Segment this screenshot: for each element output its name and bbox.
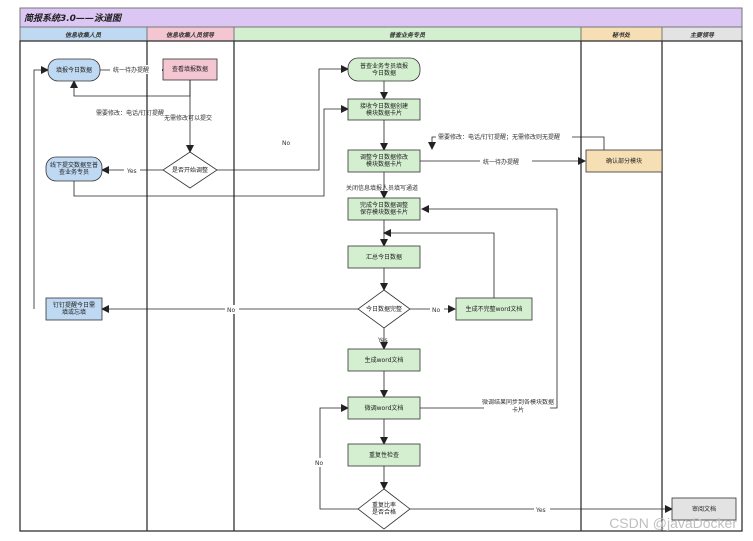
edge-label-yes-3: Yes [535,507,546,514]
node-offline-submit-label: 线下提交数据至普查业务专员 [49,162,98,176]
edge-label-no-3: No [432,307,440,314]
node-dup-check [347,443,421,467]
node-receive-create-label: 接收今日数据创建模块数据卡片 [359,102,408,117]
diagram-title: 简报系统3.0——泳道图 [24,13,123,24]
node-gen-word [347,348,421,372]
edge-label-close-channel: 关闭信息填报人员填写通道 [346,184,418,192]
lane-title-info-collector: 信息收集人员 [65,31,102,39]
nodes: 填报今日数据 查看填报数据 线下提交数据至普查业务专员 钉钉提醒今日需填或忘填 … [45,57,737,530]
node-complete-adjust-label: 完成今日数据调整保存模块数据卡片 [359,202,408,216]
edge-label-need-edit-1: 需要修改：电话/钉钉提醒 [96,109,164,117]
watermark: CSDN @javaDocker [609,515,737,531]
node-confirm-module [585,149,663,173]
node-summary-label: 汇总今日数据 [366,253,402,261]
node-offline-submit [45,156,103,182]
node-review-doc-label: 审阅文档 [692,505,716,513]
edge-label-no-4: No [315,460,323,467]
node-data-complete [357,289,411,329]
node-is-adjust [162,151,218,189]
edge-label-unified-todo-1: 统一待办提醒 [113,66,149,74]
lane-title-census: 普查业务专员 [389,31,426,39]
node-census-fill-label: 普查业务专员填报今日数据 [360,62,409,77]
node-data-complete-label: 今日数据完整 [366,305,402,313]
node-view-fill-label: 查看填报数据 [171,66,208,73]
node-fine-tune-label: 微调word文档 [365,404,404,412]
node-fill-today [47,58,101,82]
edge-label-unified-todo-2: 统一待办提醒 [483,158,519,166]
node-view-fill [162,58,218,81]
lane-headers: 信息收集人员 信息收集人员领导 普查业务专员 秘书处 主要领导 [19,26,743,42]
node-complete-adjust [347,197,421,221]
node-gen-incomplete-label: 生成不完整word文档 [466,305,523,313]
node-dingding-remind [45,297,103,321]
node-fine-tune [347,396,421,420]
edge-label-yes-2: Yes [377,337,388,344]
edge-label-sync-result: 微调结果同步到各模块数据卡片 [482,399,554,414]
node-confirm-module-label: 确认部分模块 [606,157,642,165]
node-dup-rate [357,488,411,530]
node-adjust-data [347,149,421,173]
node-dingding-remind-label: 钉钉提醒今日需填或忘填 [52,302,95,316]
edge-label-need-edit-2: 需要修改：电话/钉钉提醒；无需修改则无提醒 [438,133,560,141]
edge-label-yes-1: Yes [126,168,137,175]
node-gen-word-label: 生成word文档 [365,356,404,364]
title-bar [19,7,743,28]
connectors [33,65,673,513]
lane-title-info-collector-leader: 信息收集人员领导 [166,31,215,39]
lane-bodies [19,40,743,532]
edge-label-no-1: No [282,140,290,147]
node-dup-check-label: 重复性检查 [369,451,399,459]
edge-label-no-edit-submit: 无需修改可以提交 [164,114,212,122]
lane-title-secretariat: 秘书处 [612,31,631,39]
node-review-doc [671,497,737,521]
node-dup-rate-label: 重复比率是否合格 [371,502,396,516]
node-fill-today-label: 填报今日数据 [55,66,92,74]
node-gen-incomplete [455,297,533,321]
node-receive-create [347,98,421,121]
node-is-adjust-label: 是否开始调整 [172,166,208,174]
lane-title-main-leader: 主要领导 [690,31,715,39]
edge-label-no-2: No [227,307,235,314]
node-census-fill [347,57,421,82]
node-adjust-data-label: 调整今日数据修改模块数据卡片 [359,154,408,168]
edge-labels: 统一待办提醒 需要修改：电话/钉钉提醒 无需修改可以提交 Yes No 需要修改… [96,65,572,514]
node-summary [347,245,421,269]
